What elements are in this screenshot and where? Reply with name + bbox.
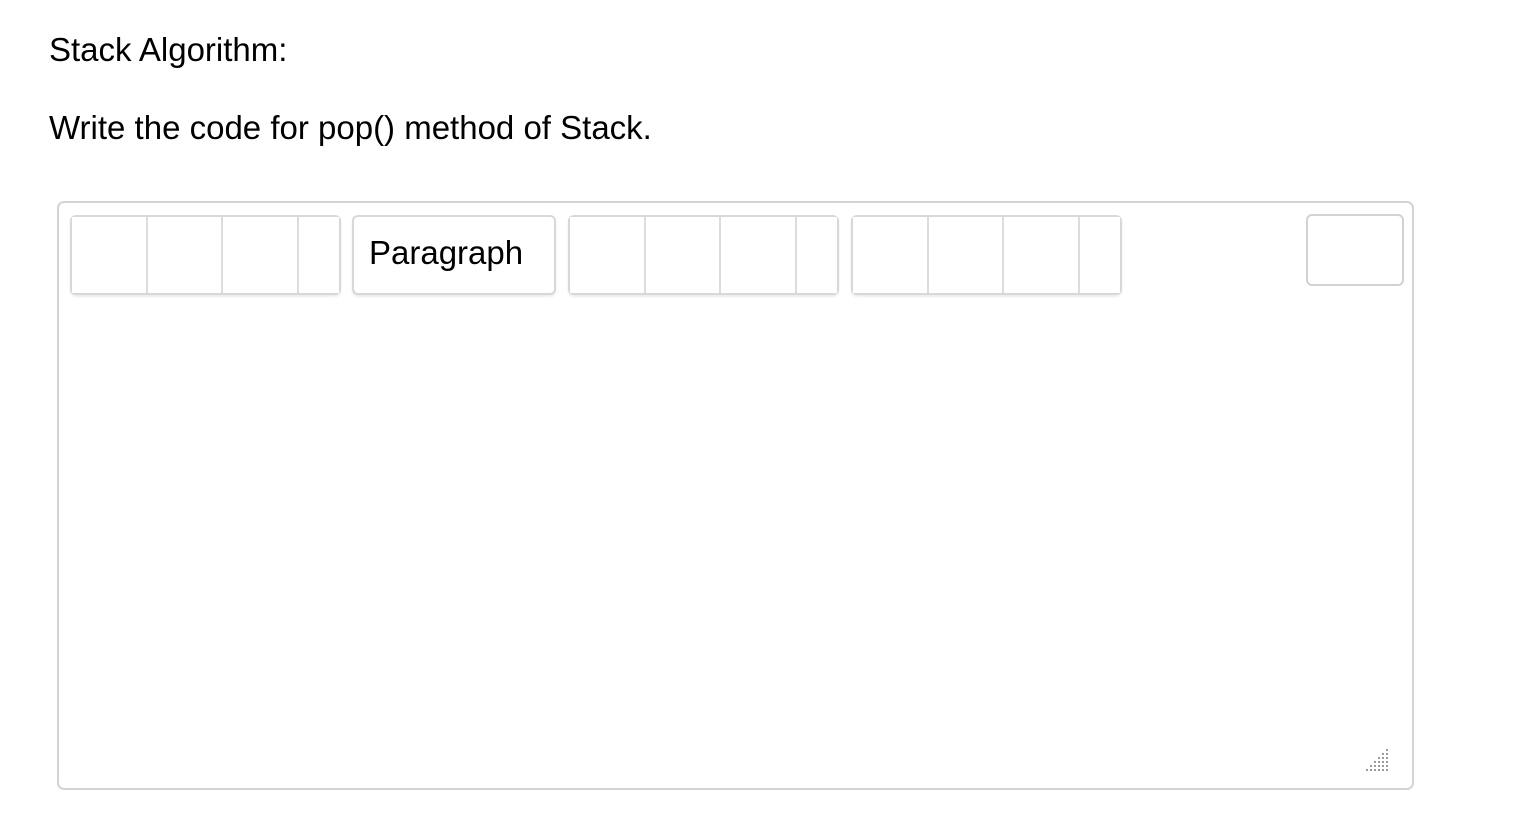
block-format-value: Paragraph xyxy=(369,234,524,271)
resize-grip-icon[interactable] xyxy=(1364,747,1392,775)
toolbar-button-6[interactable] xyxy=(646,217,721,293)
toolbar-button-11[interactable] xyxy=(1004,217,1080,293)
block-format-dropdown[interactable]: Paragraph xyxy=(352,215,556,295)
fullscreen-button[interactable] xyxy=(1306,214,1404,286)
question-heading: Stack Algorithm: xyxy=(49,31,288,68)
toolbar-button-2[interactable] xyxy=(148,217,223,293)
toolbar-group-1 xyxy=(70,215,341,295)
toolbar-button-12[interactable] xyxy=(1080,217,1120,293)
toolbar-button-8[interactable] xyxy=(797,217,837,293)
toolbar-button-7[interactable] xyxy=(721,217,797,293)
toolbar-button-9[interactable] xyxy=(853,217,929,293)
toolbar-button-10[interactable] xyxy=(929,217,1004,293)
toolbar-button-1[interactable] xyxy=(72,217,148,293)
toolbar-group-3 xyxy=(568,215,839,295)
editor-content-area[interactable] xyxy=(71,307,1371,762)
toolbar-button-3[interactable] xyxy=(223,217,299,293)
toolbar-button-4[interactable] xyxy=(299,217,339,293)
toolbar-group-4 xyxy=(851,215,1122,295)
toolbar-button-5[interactable] xyxy=(570,217,646,293)
rich-text-editor: Paragraph xyxy=(57,201,1414,790)
question-prompt: Write the code for pop() method of Stack… xyxy=(49,109,652,146)
